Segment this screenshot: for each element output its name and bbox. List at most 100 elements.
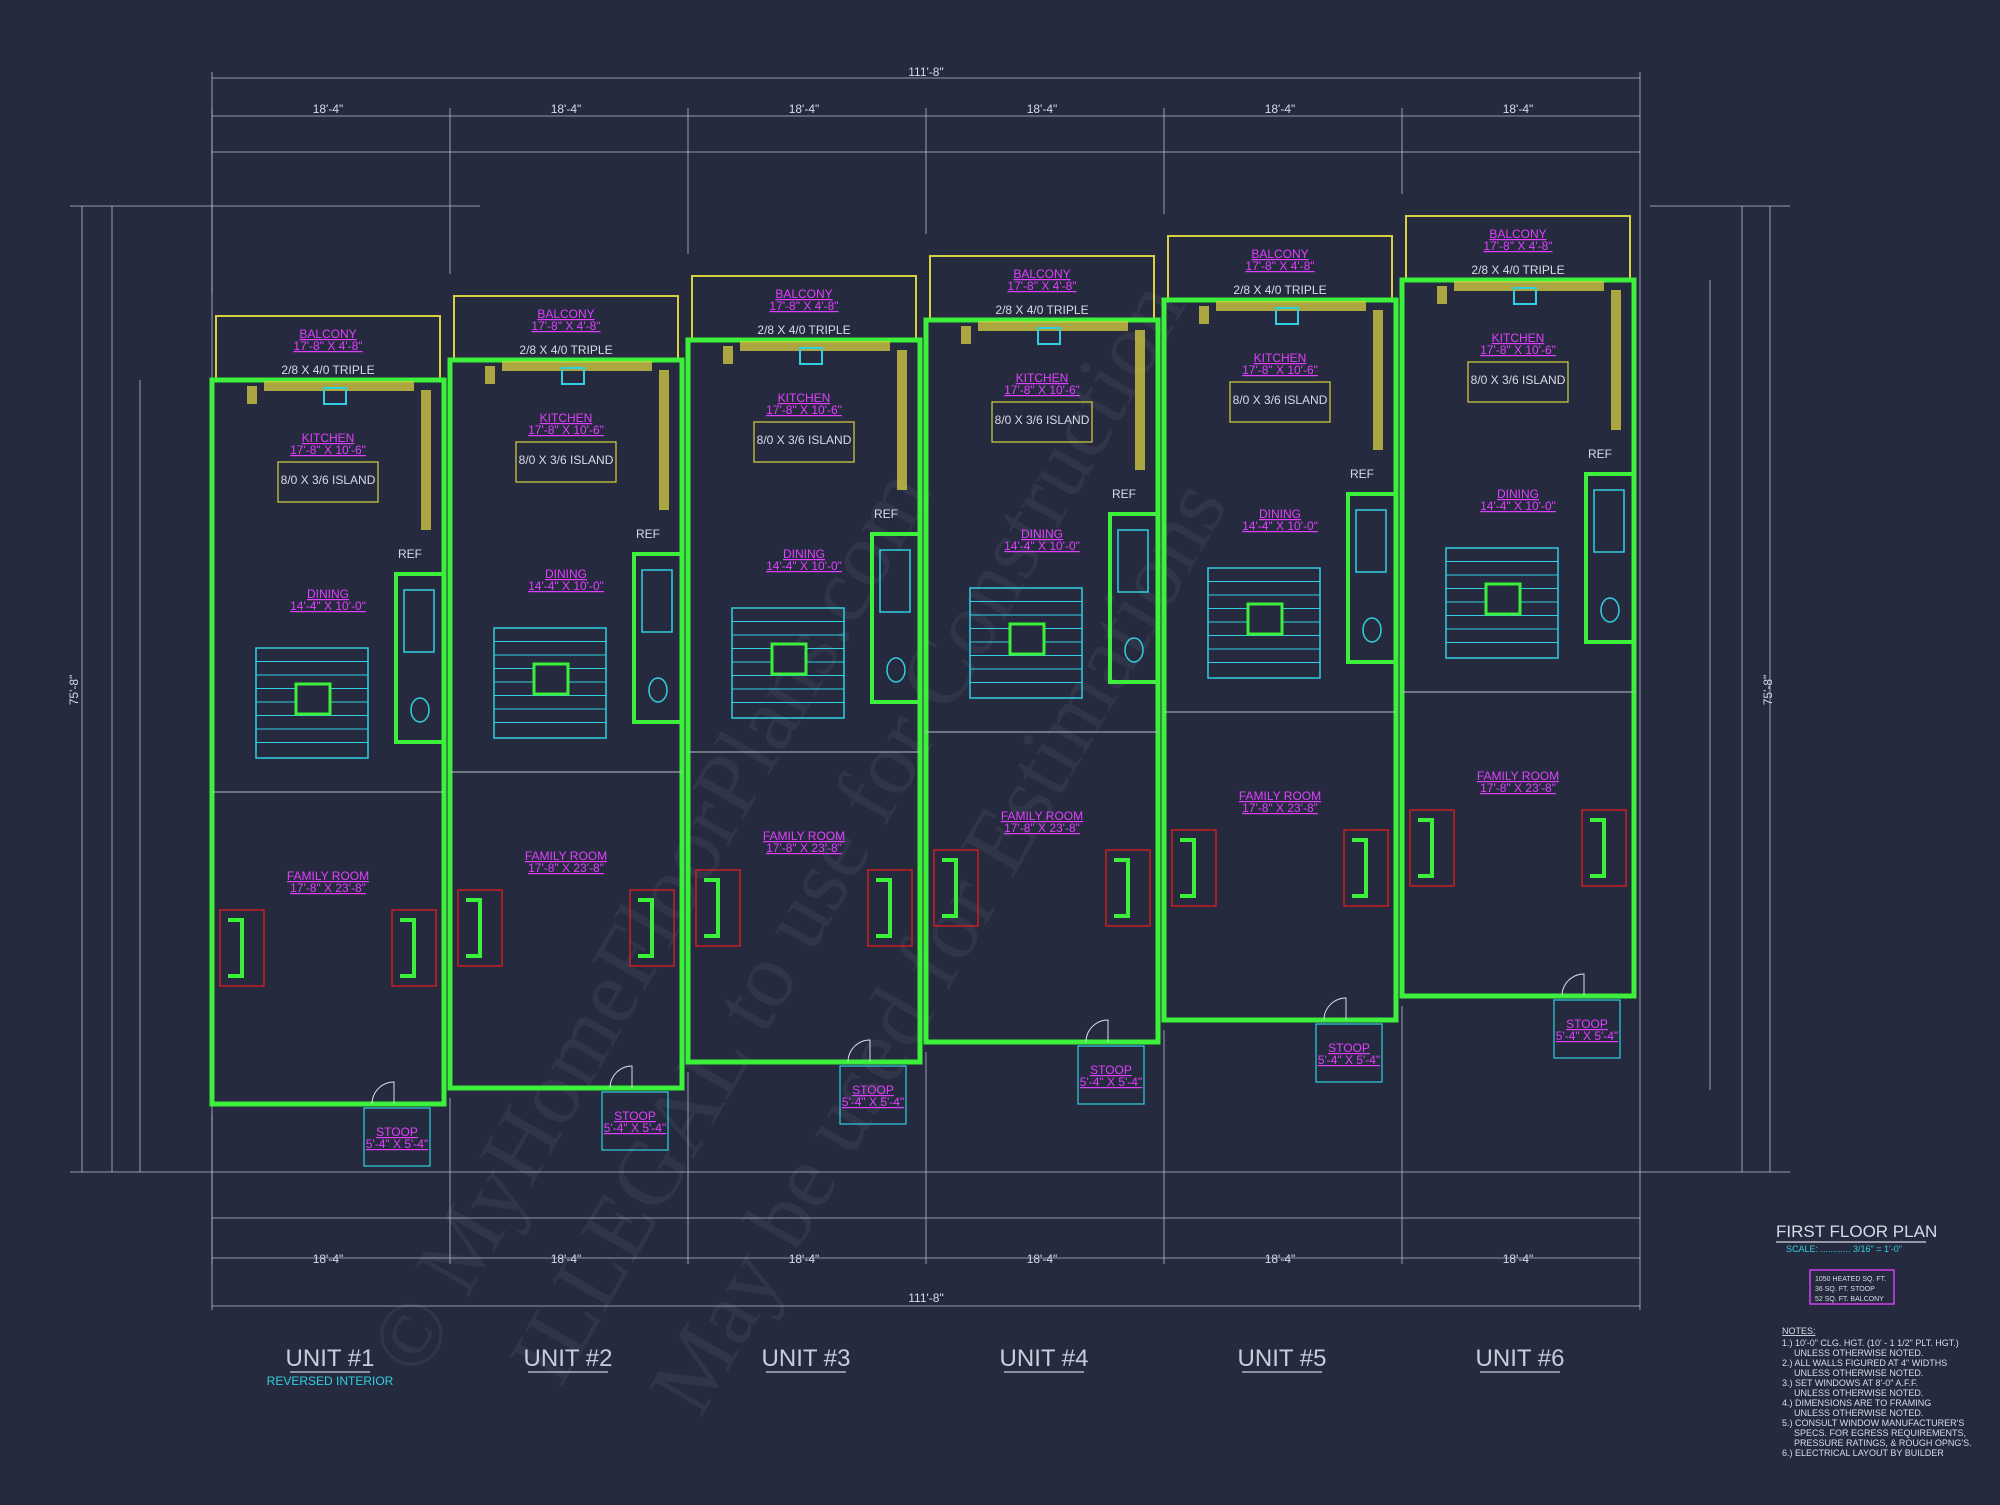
family-room-size: 17'-8" X 23'-8" <box>1480 781 1556 795</box>
stoop-label: STOOP <box>614 1109 656 1123</box>
stoop <box>363 1107 431 1167</box>
unit-width-bottom: 18'-4" <box>1503 1252 1534 1266</box>
notes-line: UNLESS OTHERWISE NOTED. <box>1794 1388 1923 1398</box>
balcony-label: BALCONY <box>775 287 832 301</box>
fireplace <box>1114 858 1130 918</box>
fireplace-outline <box>1343 829 1389 907</box>
stoop-size: 5'-4" X 5'-4" <box>604 1121 666 1135</box>
pantry-bath-block <box>1584 472 1636 644</box>
notes-line: 1.) 10'-0" CLG. HGT. (10' - 1 1/2" PLT. … <box>1782 1338 1959 1348</box>
unit-width-bottom: 18'-4" <box>1027 1252 1058 1266</box>
area-stoop: 36 SQ. FT. STOOP <box>1815 1286 1875 1293</box>
unit-label-5: UNIT #5 <box>1238 1345 1327 1372</box>
stoop-size: 5'-4" X 5'-4" <box>842 1095 904 1109</box>
toilet <box>410 697 430 723</box>
window-label: 2/8 X 4/0 TRIPLE <box>1471 263 1564 277</box>
fireplace <box>942 858 958 918</box>
kitchen-label: KITCHEN <box>1016 371 1069 385</box>
dining-label: DINING <box>545 567 587 581</box>
fireplace-outline <box>1171 829 1217 907</box>
front-door-swing <box>847 1039 871 1063</box>
dining-label: DINING <box>783 547 825 561</box>
fireplace <box>638 898 654 958</box>
fireplace <box>876 878 892 938</box>
island-label: 8/0 X 3/6 ISLAND <box>1233 393 1328 407</box>
unit-width-top: 18'-4" <box>1027 102 1058 116</box>
fireplace <box>228 918 244 978</box>
stairs <box>969 587 1083 699</box>
balcony-size: 17'-8" X 4'-8" <box>1245 259 1314 273</box>
stoop <box>1553 999 1621 1059</box>
unit-width-bottom: 18'-4" <box>551 1252 582 1266</box>
island <box>991 401 1093 443</box>
family-room-label: FAMILY ROOM <box>763 829 845 843</box>
island-label: 8/0 X 3/6 ISLAND <box>995 413 1090 427</box>
window-label: 2/8 X 4/0 TRIPLE <box>281 363 374 377</box>
overall-dimension-top: 111'-8" <box>908 65 943 79</box>
dining-label: DINING <box>1021 527 1063 541</box>
unit-labels: UNIT #1 REVERSED INTERIOR UNIT #2 UNIT #3 UN… <box>267 1345 1565 1388</box>
toilet <box>1362 617 1382 643</box>
unit-width-bottom: 18'-4" <box>789 1252 820 1266</box>
coat-closet <box>1246 602 1284 636</box>
island <box>277 461 379 503</box>
sink <box>561 367 585 385</box>
island-label: 8/0 X 3/6 ISLAND <box>757 433 852 447</box>
balcony-label: BALCONY <box>1251 247 1308 261</box>
dining-label: DINING <box>307 587 349 601</box>
unit-label-3: UNIT #3 <box>762 1345 851 1372</box>
ref-label: REF <box>1588 447 1612 461</box>
notes-line: UNLESS OTHERWISE NOTED. <box>1794 1368 1923 1378</box>
island <box>515 441 617 483</box>
overall-width-bottom: 111'-8" <box>908 1291 943 1305</box>
fireplace <box>466 898 482 958</box>
stoop-label: STOOP <box>1328 1041 1370 1055</box>
family-room-label: FAMILY ROOM <box>525 849 607 863</box>
overall-dimension-bottom: 111'-8" <box>908 1291 943 1305</box>
front-door-swing <box>1085 1019 1109 1043</box>
fireplace-outline <box>933 849 979 927</box>
family-room-size: 17'-8" X 23'-8" <box>1242 801 1318 815</box>
pantry-bath-block <box>1108 512 1160 684</box>
sink <box>323 387 347 405</box>
fireplace <box>704 878 720 938</box>
fireplace <box>1418 818 1434 878</box>
title-block: FIRST FLOOR PLAN SCALE: ............ 3/1… <box>1776 1222 1937 1305</box>
notes-line: PRESSURE RATINGS, & ROUGH OPNG'S. <box>1794 1438 1972 1448</box>
unit-label-6: UNIT #6 <box>1476 1345 1565 1372</box>
dining-label: DINING <box>1259 507 1301 521</box>
balcony-size: 17'-8" X 4'-8" <box>293 339 362 353</box>
notes-line: 3.) SET WINDOWS AT 8'-0" A.F.F. <box>1782 1378 1918 1388</box>
pantry-bath-block <box>394 572 446 744</box>
unit-note-1: REVERSED INTERIOR <box>267 1374 394 1388</box>
toilet <box>648 677 668 703</box>
unit-label-4: UNIT #4 <box>1000 1345 1089 1372</box>
notes-line: 5.) CONSULT WINDOW MANUFACTURER'S <box>1782 1418 1964 1428</box>
kitchen-size: 17'-8" X 10'-6" <box>766 403 842 417</box>
plan-scale: SCALE: ............ 3/16" = 1'-0" <box>1786 1244 1902 1254</box>
family-room-size: 17'-8" X 23'-8" <box>1004 821 1080 835</box>
balcony-size: 17'-8" X 4'-8" <box>531 319 600 333</box>
exterior-walls <box>1399 277 1637 999</box>
pantry-bath-block <box>870 532 922 704</box>
stairs <box>1445 547 1559 659</box>
ref-label: REF <box>636 527 660 541</box>
pantry <box>1355 509 1387 573</box>
balcony-label: BALCONY <box>299 327 356 341</box>
coat-closet <box>770 642 808 676</box>
unit-label-2: UNIT #2 <box>524 1345 613 1372</box>
unit-label-1: UNIT #1 <box>286 1345 375 1372</box>
front-door-swing <box>609 1065 633 1089</box>
front-door-swing <box>371 1081 395 1105</box>
sink <box>799 347 823 365</box>
kitchen-counters <box>1199 301 1383 450</box>
ref-label: REF <box>398 547 422 561</box>
family-room-label: FAMILY ROOM <box>1001 809 1083 823</box>
stairs <box>255 647 369 759</box>
notes-line: UNLESS OTHERWISE NOTED. <box>1794 1408 1923 1418</box>
